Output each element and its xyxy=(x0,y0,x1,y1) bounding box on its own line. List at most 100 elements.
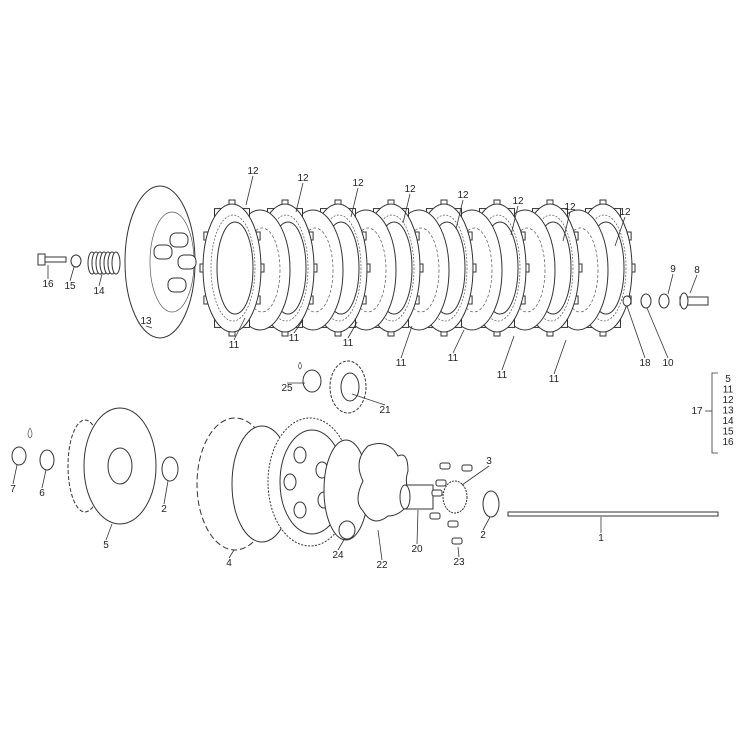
callout-15: 15 xyxy=(64,281,76,292)
friction-lining xyxy=(210,214,256,322)
leader-line xyxy=(646,307,669,359)
plate-22 xyxy=(357,443,414,522)
kit-item-15: 15 xyxy=(722,427,734,438)
leader-line xyxy=(455,199,464,230)
spring-boss xyxy=(153,244,173,260)
callout-12: 12 xyxy=(512,196,524,207)
leader-line xyxy=(105,523,113,541)
leader-line xyxy=(233,317,246,341)
callout-21: 21 xyxy=(379,405,391,416)
callout-11: 11 xyxy=(497,370,508,381)
pushrod-head xyxy=(679,292,689,310)
nut-25 xyxy=(302,369,322,393)
callout-22: 22 xyxy=(376,560,388,571)
leader-line xyxy=(402,193,411,224)
kit-item-5: 5 xyxy=(725,374,731,385)
spring-boss xyxy=(167,277,187,293)
inner-hub-center xyxy=(107,447,133,485)
washer-18 xyxy=(622,295,632,307)
callout-24: 24 xyxy=(332,550,344,561)
leader-line xyxy=(614,216,626,247)
leader-line xyxy=(12,464,18,485)
callout-18: 18 xyxy=(639,358,651,369)
callout-12: 12 xyxy=(297,173,309,184)
callout-11: 11 xyxy=(289,333,300,344)
callout-12: 12 xyxy=(564,202,576,213)
bushing-20-end xyxy=(399,484,411,510)
leader-line xyxy=(145,325,153,329)
leader-line xyxy=(163,480,169,505)
leader-line xyxy=(350,187,359,218)
gear-hole xyxy=(293,446,307,464)
leader-line xyxy=(41,469,47,489)
friction-plate-inner xyxy=(216,221,254,315)
washer-2 xyxy=(161,456,179,482)
washer-6 xyxy=(39,449,55,471)
needle-bearing-3 xyxy=(442,480,468,514)
callout-14: 14 xyxy=(93,286,105,297)
leader-line xyxy=(228,549,235,559)
oil-drop-icon xyxy=(27,427,33,439)
friction-plate xyxy=(199,199,265,337)
kit-item-11: 11 xyxy=(723,385,734,396)
leader-line xyxy=(510,205,519,236)
gear-hole xyxy=(293,501,307,519)
bearing-10 xyxy=(640,293,652,309)
callout-2: 2 xyxy=(480,530,486,541)
callout-13: 13 xyxy=(140,316,152,327)
leader-line xyxy=(452,329,465,354)
leader-line xyxy=(351,393,386,406)
callout-6: 6 xyxy=(39,488,45,499)
leader-line xyxy=(562,211,571,242)
bolt-head xyxy=(37,253,46,266)
callout-9: 9 xyxy=(670,264,676,275)
leader-line xyxy=(69,266,75,282)
callout-12: 12 xyxy=(404,184,416,195)
leader-line xyxy=(347,321,358,339)
callout-12: 12 xyxy=(619,207,631,218)
bolt-16 xyxy=(43,256,67,263)
damper-24 xyxy=(338,520,356,540)
screw-23 xyxy=(429,512,441,520)
kit-item-12: 12 xyxy=(722,395,734,406)
leader-line xyxy=(98,273,103,287)
nut-7 xyxy=(11,446,27,466)
screw-23 xyxy=(439,462,451,470)
leader-lines xyxy=(12,175,698,561)
leader-line xyxy=(626,305,646,359)
callout-4: 4 xyxy=(226,558,232,569)
leader-line xyxy=(293,319,304,334)
callout-16: 16 xyxy=(42,279,54,290)
leader-line xyxy=(461,465,490,486)
callout-1: 1 xyxy=(598,533,604,544)
leader-line xyxy=(400,325,413,359)
callout-11: 11 xyxy=(396,358,407,369)
leader-line xyxy=(553,339,567,375)
callout-25: 25 xyxy=(281,383,293,394)
screw-23 xyxy=(431,489,443,497)
callout-23: 23 xyxy=(453,557,465,568)
callout-3: 3 xyxy=(486,456,492,467)
leader-line xyxy=(377,529,383,561)
oil-drop-icon xyxy=(298,361,302,370)
callout-7: 7 xyxy=(10,484,16,495)
kit-item-14: 14 xyxy=(722,416,734,427)
leader-line xyxy=(295,182,304,213)
callout-5: 5 xyxy=(103,540,109,551)
leader-line xyxy=(245,175,254,206)
callout-20: 20 xyxy=(411,544,423,555)
callout-11: 11 xyxy=(229,340,240,351)
washer-15 xyxy=(70,254,82,268)
callout-11: 11 xyxy=(549,374,560,385)
callout-12: 12 xyxy=(247,166,259,177)
leader-line xyxy=(337,537,346,551)
leader-line xyxy=(482,516,491,531)
leader-line xyxy=(416,509,419,545)
gear-21-hub xyxy=(340,372,360,402)
callout-2: 2 xyxy=(161,504,167,515)
spring-boss xyxy=(177,254,197,270)
kit-item-16: 16 xyxy=(722,437,734,448)
